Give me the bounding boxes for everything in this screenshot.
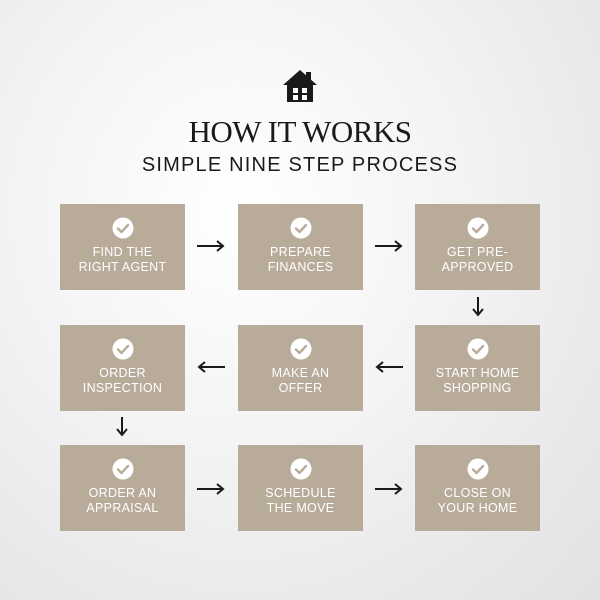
step-label: MAKE AN OFFER: [271, 366, 330, 395]
arrow-right-icon: [375, 483, 403, 495]
arrow-left-icon: [197, 361, 225, 373]
step-label: CLOSE ON YOUR HOME: [437, 486, 518, 515]
check-circle-icon: [290, 338, 311, 360]
check-circle-icon: [290, 458, 311, 480]
step-card-8: SCHEDULE THE MOVE: [238, 445, 363, 531]
check-circle-icon: [112, 217, 133, 239]
step-card-3: GET PRE- APPROVED: [415, 204, 540, 290]
check-circle-icon: [467, 217, 488, 239]
arrow-right-icon: [375, 240, 403, 252]
check-circle-icon: [467, 338, 488, 360]
step-card-9: CLOSE ON YOUR HOME: [415, 445, 540, 531]
check-circle-icon: [467, 458, 488, 480]
step-card-7: ORDER AN APPRAISAL: [60, 445, 185, 531]
step-label: ORDER AN APPRAISAL: [86, 486, 159, 515]
arrow-right-icon: [197, 240, 225, 252]
check-circle-icon: [290, 217, 311, 239]
page-subtitle: SIMPLE NINE STEP PROCESS: [141, 154, 459, 176]
arrow-down-icon: [472, 297, 484, 317]
step-card-1: FIND THE RIGHT AGENT: [60, 204, 185, 290]
check-circle-icon: [112, 458, 133, 480]
step-label: GET PRE- APPROVED: [441, 245, 514, 274]
house-icon: [283, 70, 317, 102]
check-circle-icon: [112, 338, 133, 360]
step-label: SCHEDULE THE MOVE: [265, 486, 336, 515]
step-card-5: MAKE AN OFFER: [238, 325, 363, 411]
arrow-down-icon: [116, 417, 128, 437]
step-card-2: PREPARE FINANCES: [238, 204, 363, 290]
step-card-4: START HOME SHOPPING: [415, 325, 540, 411]
arrow-right-icon: [197, 483, 225, 495]
step-label: ORDER INSPECTION: [82, 366, 163, 395]
step-label: START HOME SHOPPING: [435, 366, 520, 395]
step-label: FIND THE RIGHT AGENT: [78, 245, 167, 274]
step-card-6: ORDER INSPECTION: [60, 325, 185, 411]
page-title: HOW IT WORKS: [188, 114, 412, 149]
arrow-left-icon: [375, 361, 403, 373]
step-label: PREPARE FINANCES: [267, 245, 334, 274]
